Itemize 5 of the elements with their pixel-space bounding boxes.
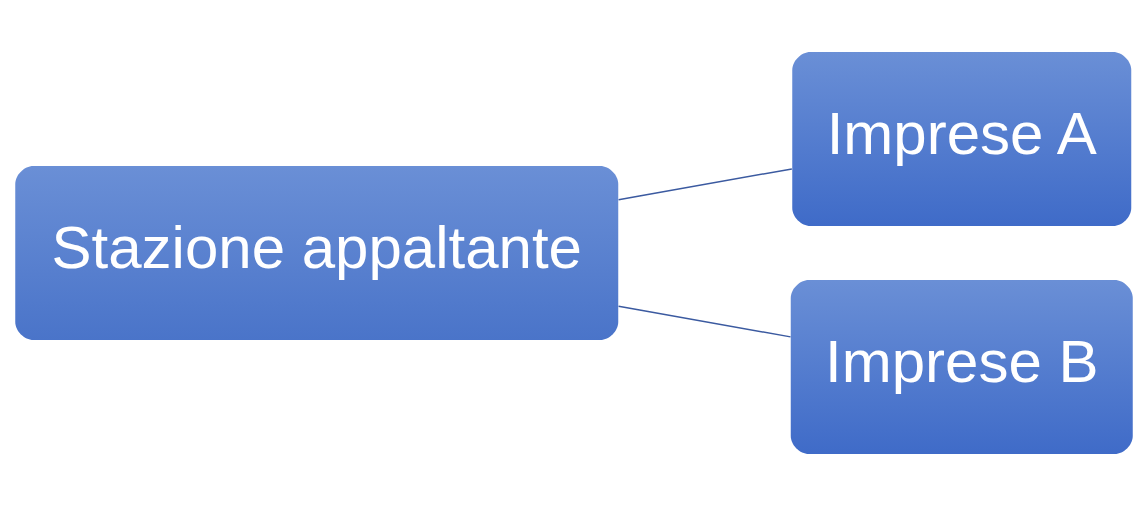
node-box: Imprese A — [792, 51, 1132, 226]
connector — [617, 167, 793, 200]
connector — [617, 305, 792, 338]
node-box: Stazione appaltante — [15, 165, 619, 340]
node-box: Imprese B — [790, 279, 1133, 454]
